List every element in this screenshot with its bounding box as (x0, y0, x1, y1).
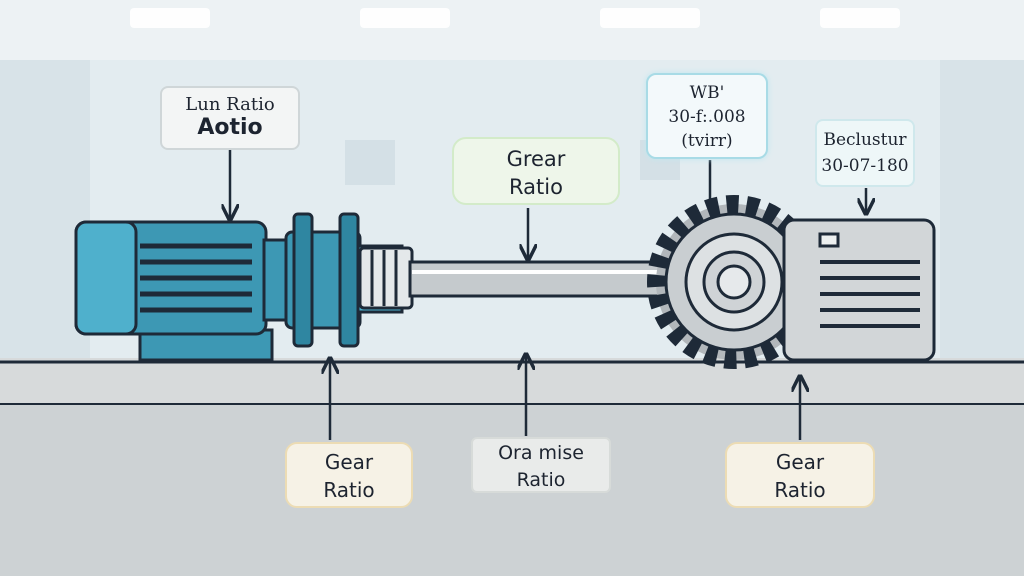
label-beclustur-line2: 30-07-180 (821, 156, 909, 176)
label-gear-ratio-top-line1: Grear (506, 147, 566, 171)
label-wb-line2: 30-f:.008 (668, 107, 746, 127)
label-beclustur: Beclustur 30-07-180 (815, 119, 915, 187)
label-gear-ratio-left: Gear Ratio (285, 442, 413, 508)
label-lun-ratio: Lun Ratio Aotio (160, 86, 300, 150)
label-gear-ratio-left-line1: Gear (324, 450, 374, 474)
label-gear-ratio-top: Grear Ratio (452, 137, 620, 205)
gearbox-housing (782, 218, 936, 362)
label-ord-mise-line2: Ratio (516, 469, 566, 491)
label-beclustur-line1: Beclustur (823, 130, 907, 150)
label-gear-ratio-right-line1: Gear (775, 450, 825, 474)
label-wb-line1: WB' (689, 83, 725, 103)
label-gear-ratio-right-line2: Ratio (774, 478, 826, 502)
label-ord-mise: Ora mise Ratio (471, 437, 611, 493)
label-ord-mise-line1: Ora mise (498, 442, 584, 464)
label-gear-ratio-right: Gear Ratio (725, 442, 875, 508)
label-gear-ratio-top-line2: Ratio (509, 175, 563, 199)
drive-shaft (358, 246, 672, 310)
annotation-arrows (230, 150, 866, 440)
label-wb: WB' 30-f:.008 (tvirr) (646, 73, 768, 159)
label-lun-ratio-line1: Lun Ratio (185, 94, 275, 115)
electric-motor (74, 220, 288, 362)
label-lun-ratio-line2: Aotio (197, 115, 263, 140)
label-gear-ratio-left-line2: Ratio (323, 478, 375, 502)
label-wb-line3: (tvirr) (681, 131, 733, 151)
